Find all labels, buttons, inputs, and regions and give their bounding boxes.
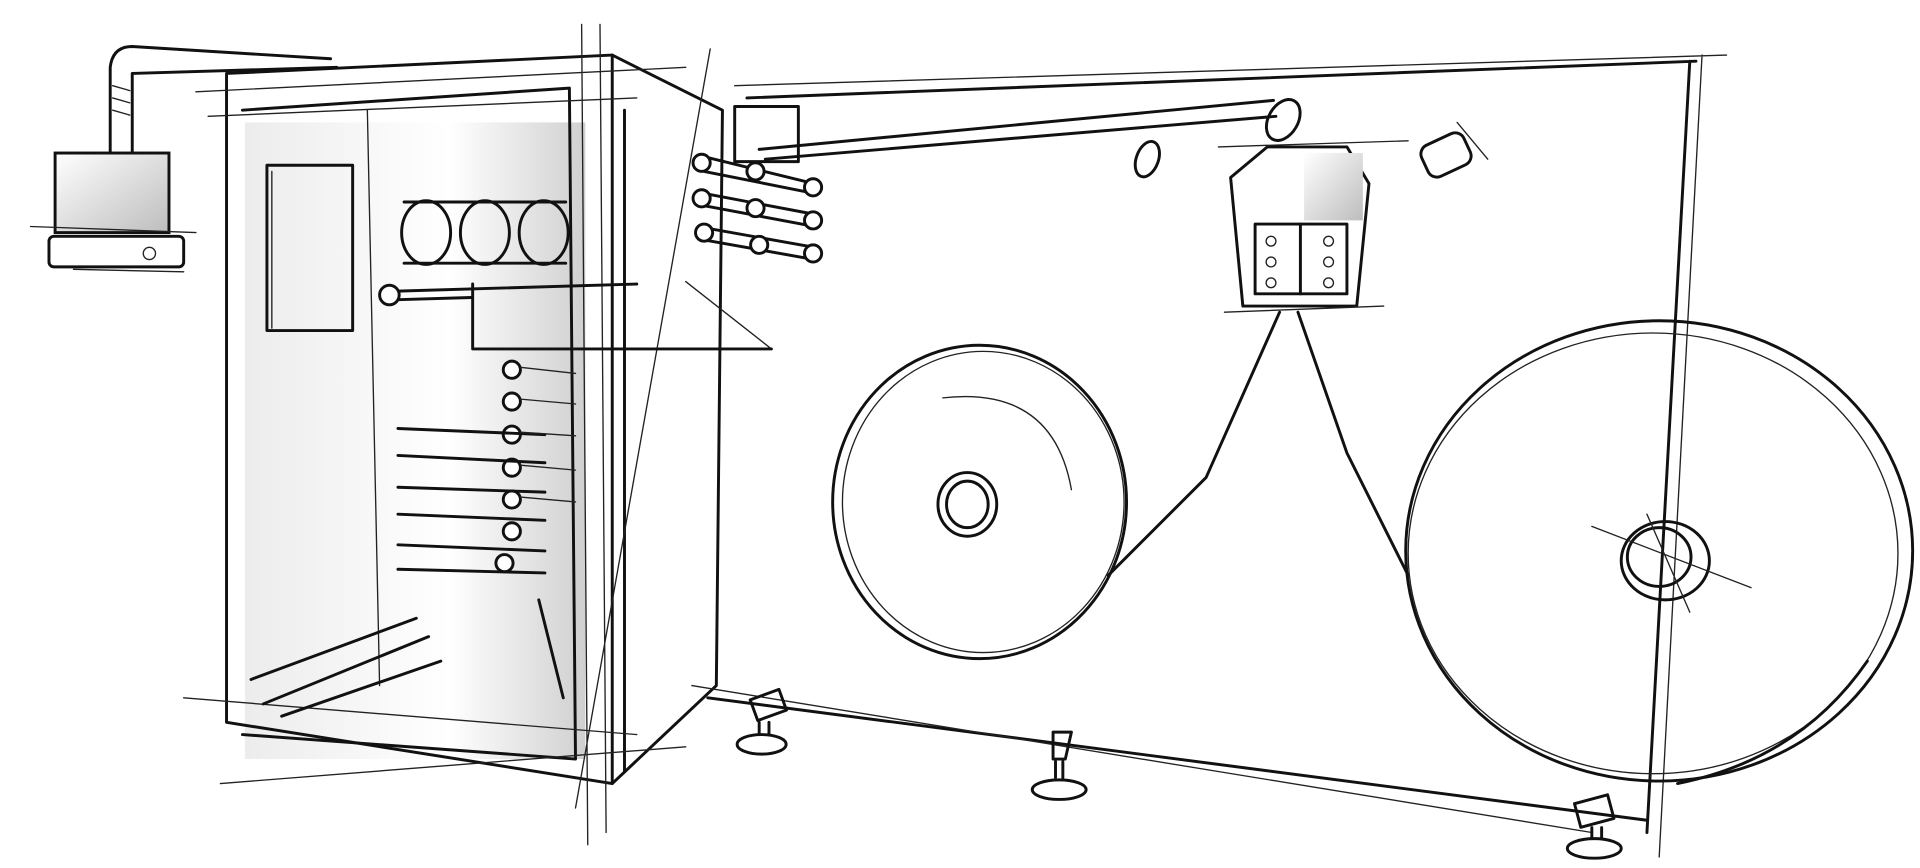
top-rollers [400, 199, 570, 266]
roller-column [396, 359, 577, 700]
print-head-block [1217, 140, 1409, 313]
unwind-reel [831, 343, 1128, 661]
knob [1133, 140, 1161, 179]
leveling-feet [735, 687, 1623, 860]
cabinet [183, 23, 773, 846]
feed-rollers [691, 105, 824, 264]
monitor-unit [29, 45, 339, 273]
rewind-reel [1404, 319, 1915, 785]
sensor-camera [1419, 121, 1489, 179]
machine-panel [691, 54, 1915, 858]
